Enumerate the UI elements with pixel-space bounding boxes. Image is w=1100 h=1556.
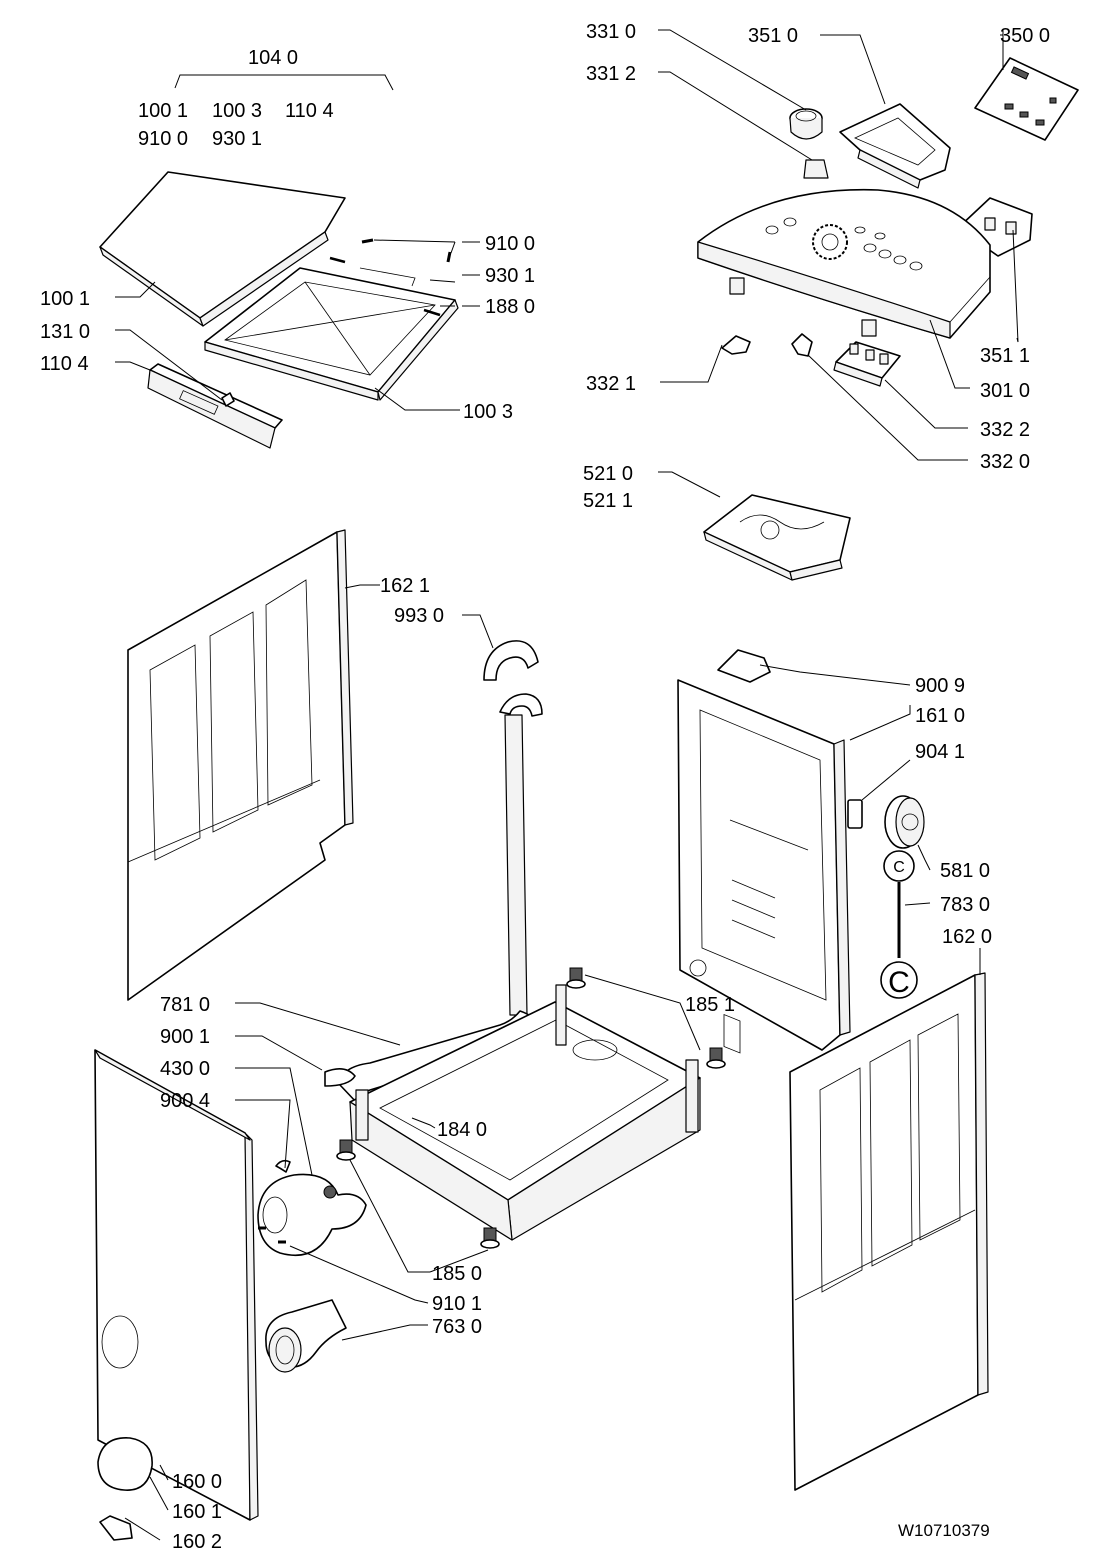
label-781-0: 781 0 <box>160 994 210 1016</box>
label-100-3-list: 100 3 <box>212 100 262 122</box>
part-rear-panel <box>677 649 911 1054</box>
part-button-block <box>833 341 901 387</box>
label-930-1: 930 1 <box>485 265 535 287</box>
part-heater-bracket <box>658 471 851 581</box>
part-screws <box>329 238 452 317</box>
label-185-1: 185 1 <box>685 994 735 1016</box>
label-351-0: 351 0 <box>748 25 798 47</box>
part-drain-pump <box>257 1159 367 1257</box>
label-521-0: 521 0 <box>583 463 633 485</box>
part-knob-insert <box>803 159 829 179</box>
label-161-0: 161 0 <box>915 705 965 727</box>
label-184-0: 184 0 <box>437 1119 487 1141</box>
part-foot-rear <box>566 967 726 1069</box>
part-pump-clip <box>275 1159 291 1173</box>
label-185-0: 185 0 <box>432 1263 482 1285</box>
label-188-0: 188 0 <box>485 296 535 318</box>
label-900-1: 900 1 <box>160 1026 210 1048</box>
part-pressure-switch <box>884 795 925 849</box>
part-console-panel <box>697 188 991 339</box>
label-900-9: 900 9 <box>915 675 965 697</box>
part-drain-filter <box>265 1299 347 1373</box>
part-pressure-switch-group: C C <box>847 759 931 999</box>
marker-c-large <box>880 961 918 999</box>
label-993-0: 993 0 <box>394 605 444 627</box>
document-number: W10710379 <box>898 1521 990 1540</box>
marker-c-small-text: C <box>893 859 905 876</box>
label-100-1: 100 1 <box>40 288 90 310</box>
label-100-1-list: 100 1 <box>138 100 188 122</box>
marker-c-large-text: C <box>888 966 910 999</box>
part-hinge-clip <box>221 392 235 407</box>
part-left-side-panel <box>127 529 380 1001</box>
label-162-1: 162 1 <box>380 575 430 597</box>
label-910-1: 910 1 <box>432 1293 482 1315</box>
label-ticks <box>455 30 1004 411</box>
label-783-0: 783 0 <box>940 894 990 916</box>
top-lid-group <box>99 74 460 449</box>
part-door-hinge <box>99 1515 133 1541</box>
label-301-0: 301 0 <box>980 380 1030 402</box>
label-332-2: 332 2 <box>980 419 1030 441</box>
part-knob <box>789 108 823 140</box>
part-front-trim <box>147 363 283 449</box>
part-control-board <box>974 57 1079 141</box>
label-110-4: 110 4 <box>40 353 89 375</box>
label-331-2: 331 2 <box>586 63 636 85</box>
part-right-side-panel <box>789 948 989 1491</box>
label-910-0: 910 0 <box>485 233 535 255</box>
label-521-1: 521 1 <box>583 490 633 512</box>
part-labels: 104 0 100 1 100 3 110 4 910 0 930 1 910 … <box>40 21 1050 1553</box>
label-331-0: 331 0 <box>586 21 636 43</box>
label-131-0: 131 0 <box>40 321 90 343</box>
label-763-0: 763 0 <box>432 1316 482 1338</box>
label-910-0-list: 910 0 <box>138 128 188 150</box>
group-bracket <box>174 74 394 91</box>
label-351-1: 351 1 <box>980 345 1030 367</box>
label-930-1-list: 930 1 <box>212 128 262 150</box>
part-foot-front <box>336 1139 500 1249</box>
part-top-frame <box>204 267 459 401</box>
label-332-1: 332 1 <box>586 373 636 395</box>
label-430-0: 430 0 <box>160 1058 210 1080</box>
marker-c-small <box>883 850 915 882</box>
label-332-0: 332 0 <box>980 451 1030 473</box>
label-350-0: 350 0 <box>1000 25 1050 47</box>
console-group <box>658 29 1079 461</box>
part-lid <box>99 171 346 327</box>
label-100-3: 100 3 <box>463 401 513 423</box>
label-104-0: 104 0 <box>248 47 298 69</box>
part-front-panel <box>94 1049 259 1541</box>
part-base-frame <box>336 967 726 1273</box>
label-904-1: 904 1 <box>915 741 965 763</box>
label-581-0: 581 0 <box>940 860 990 882</box>
part-access-door <box>97 1437 153 1491</box>
part-electronics-bracket <box>839 103 951 189</box>
label-160-0: 160 0 <box>172 1471 222 1493</box>
label-900-4: 900 4 <box>160 1090 210 1112</box>
part-console-clip <box>721 335 751 355</box>
label-160-1: 160 1 <box>172 1501 222 1523</box>
label-162-0: 162 0 <box>942 926 992 948</box>
label-110-4-list: 110 4 <box>285 100 334 122</box>
label-160-2: 160 2 <box>172 1531 222 1553</box>
part-console-clip-small <box>791 333 813 357</box>
